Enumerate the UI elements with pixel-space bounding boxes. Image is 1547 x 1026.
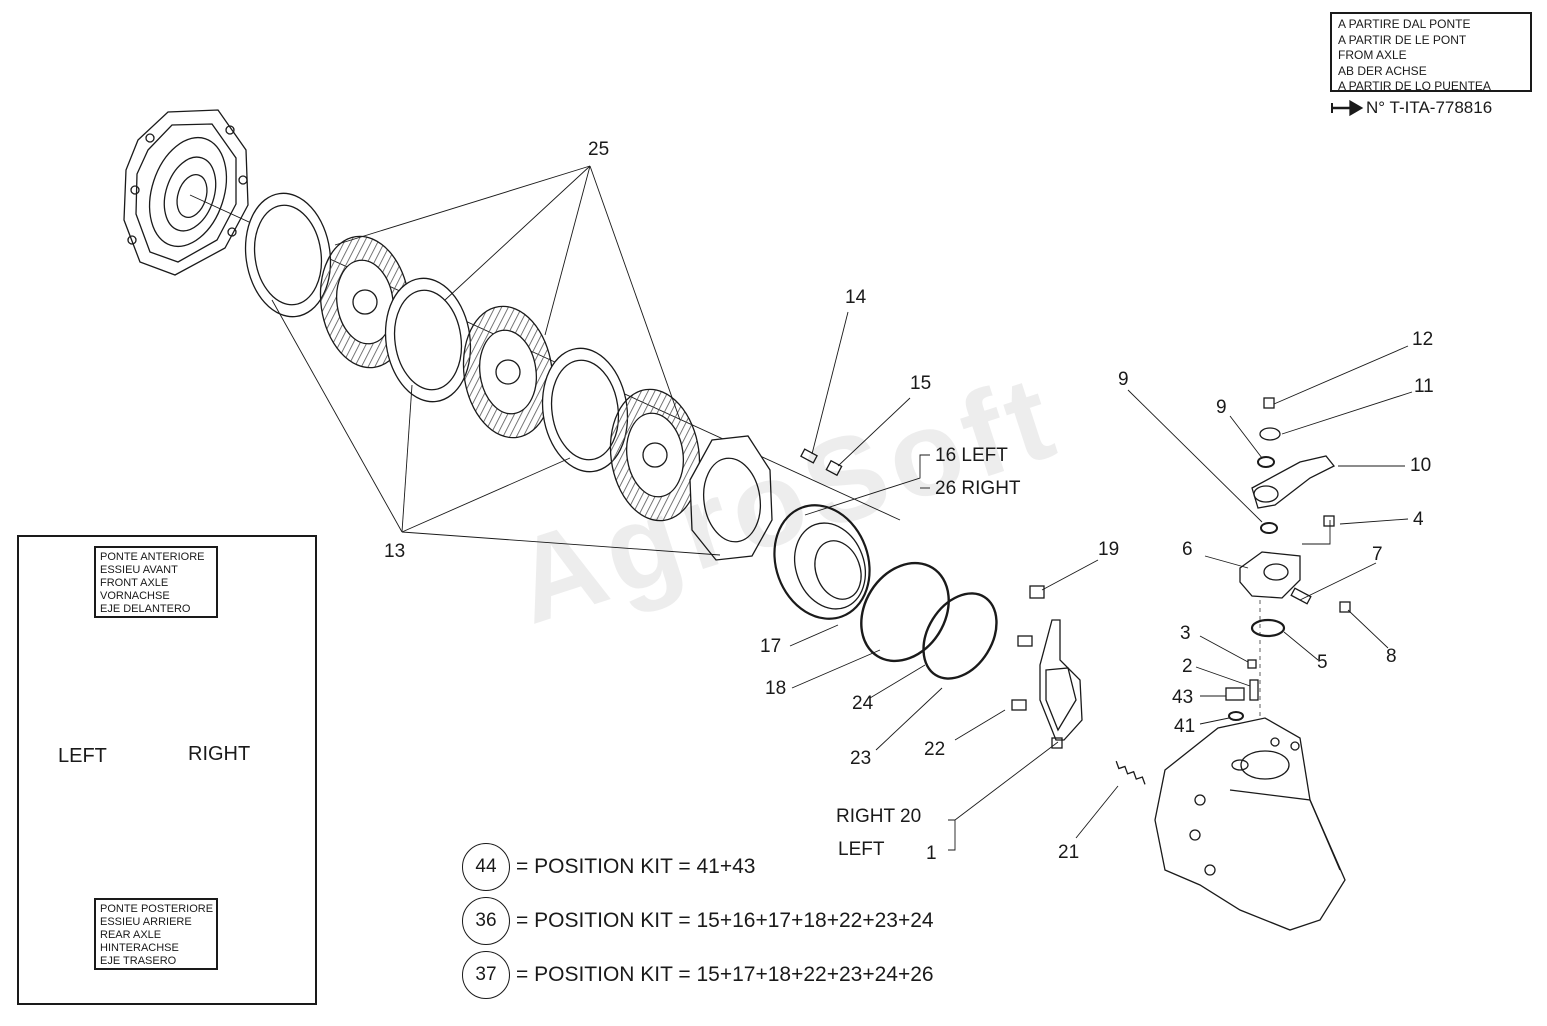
rear-axle-label: HINTERACHSE: [100, 942, 179, 954]
steel-disc-1: [244, 192, 332, 318]
control-lever: [1039, 619, 1083, 749]
callout-13: 13: [384, 541, 406, 562]
callout-9-outer: 9: [1118, 369, 1129, 390]
callout-24: 24: [852, 693, 874, 714]
bleeder-2: [1249, 679, 1259, 701]
kit-37-badge: 37: [462, 951, 510, 999]
front-axle-label: EJE DELANTERO: [100, 603, 191, 615]
cam-6: [1239, 551, 1301, 599]
o-ring-9-lower: [1260, 522, 1278, 534]
serial-number: N° T-ITA-778816: [1366, 98, 1493, 117]
o-ring-5: [1250, 618, 1286, 638]
screw-22: [1011, 699, 1027, 711]
callout-23: 23: [850, 748, 872, 769]
callout-11: 11: [1414, 376, 1434, 397]
kit-37-text: = POSITION KIT = 15+17+18+22+23+24+26: [516, 963, 934, 986]
washer-41: [1228, 711, 1244, 721]
callout-6: 6: [1182, 539, 1193, 560]
rear-axle-label: REAR AXLE: [100, 929, 162, 941]
kit-44-text: = POSITION KIT = 41+43: [516, 855, 756, 878]
kit-36-badge: 36: [462, 897, 510, 945]
spring-21: [1115, 760, 1146, 785]
screw-4: [1323, 515, 1335, 527]
pin-14: [800, 448, 818, 464]
axle-housing: [1154, 717, 1346, 931]
kit-36-text: = POSITION KIT = 15+16+17+18+22+23+24: [516, 909, 934, 932]
rear-axle-label: ESSIEU ARRIERE: [100, 916, 192, 928]
callout-20-number: 20: [900, 806, 922, 827]
callout-9-inner: 9: [1216, 397, 1227, 418]
front-axle-label: FRONT AXLE: [100, 577, 169, 589]
serial-note-line: A PARTIRE DAL PONTE: [1338, 17, 1471, 31]
serial-note-line: A PARTIR DE LE PONT: [1338, 32, 1467, 47]
leader-lines-25-13: [271, 165, 721, 556]
serial-note-line: A PARTIR DE LO PUENTEA: [1338, 79, 1491, 93]
steel-disc-3: [541, 347, 629, 473]
bleed-screw: [1017, 635, 1033, 647]
callout-25: 25: [588, 139, 610, 160]
callout-15: 15: [910, 373, 932, 394]
intermediate-disc: [689, 435, 773, 561]
callout-16: 16 LEFT: [935, 446, 1008, 465]
plug-3: [1247, 659, 1257, 669]
brake-piston: [773, 504, 871, 620]
o-ring-9-upper: [1257, 456, 1275, 468]
callout-41: 41: [1174, 716, 1196, 737]
callout-4: 4: [1413, 509, 1424, 530]
washer-11: [1259, 427, 1281, 441]
callout-3: 3: [1180, 623, 1191, 644]
callout-21: 21: [1058, 842, 1080, 863]
friction-disc-1: [319, 235, 411, 369]
front-axle-label: ESSIEU AVANT: [100, 564, 178, 576]
callout-16-number: 16: [935, 445, 957, 466]
callout-12: 12: [1412, 329, 1434, 350]
callout-26: 26 RIGHT: [935, 479, 1021, 498]
rear-axle-label-box: PONTE POSTERIORE ESSIEU ARRIERE REAR AXL…: [94, 898, 218, 970]
nut-8: [1339, 601, 1351, 613]
callout-16-side: LEFT: [961, 445, 1008, 466]
callout-26-number: 26: [935, 478, 957, 499]
screw-12: [1263, 397, 1275, 409]
plug-19: [1029, 585, 1045, 599]
callout-10: 10: [1410, 455, 1432, 476]
serial-note-line: FROM AXLE: [1338, 48, 1407, 62]
callout-20: RIGHT 20: [836, 807, 921, 826]
front-axle-label: PONTE ANTERIORE: [100, 551, 205, 563]
callout-8: 8: [1386, 646, 1397, 667]
front-axle-label: VORNACHSE: [100, 590, 170, 602]
friction-disc-2: [462, 305, 554, 439]
kit-44-badge: 44: [462, 843, 510, 891]
inset-left-label: LEFT: [58, 745, 107, 767]
serial-note-line: AB DER ACHSE: [1338, 63, 1427, 78]
callout-5: 5: [1317, 652, 1328, 673]
callout-22: 22: [924, 739, 946, 760]
plug-43: [1225, 687, 1245, 701]
brake-housing-flange: [123, 109, 249, 276]
friction-disc-3: [609, 388, 701, 522]
callout-7: 7: [1372, 544, 1383, 565]
callout-19: 19: [1098, 539, 1120, 560]
set-screw-7: [1290, 587, 1312, 605]
rear-axle-label: EJE TRASERO: [100, 955, 177, 967]
callout-26-side: RIGHT: [961, 478, 1021, 499]
inset-right-label: RIGHT: [188, 743, 251, 765]
front-axle-label-box: PONTE ANTERIORE ESSIEU AVANT FRONT AXLE …: [94, 546, 218, 618]
callout-2: 2: [1182, 656, 1193, 677]
callout-1-side: LEFT: [838, 839, 885, 860]
callout-20-side: RIGHT: [836, 806, 895, 827]
callout-1: 1: [926, 843, 937, 864]
callout-43: 43: [1172, 687, 1194, 708]
rear-axle-label: PONTE POSTERIORE: [100, 903, 214, 915]
callout-14: 14: [845, 287, 867, 308]
o-ring-23: [922, 592, 998, 680]
o-ring-18: [860, 561, 950, 663]
callout-18: 18: [765, 678, 787, 699]
pin-15: [825, 459, 843, 477]
serial-arrow-icon: [1331, 99, 1364, 117]
callout-17: 17: [760, 636, 782, 657]
lever-arm-10: [1251, 455, 1336, 509]
serial-note-box: A PARTIRE DAL PONTE A PARTIR DE LE PONT …: [1330, 12, 1532, 93]
